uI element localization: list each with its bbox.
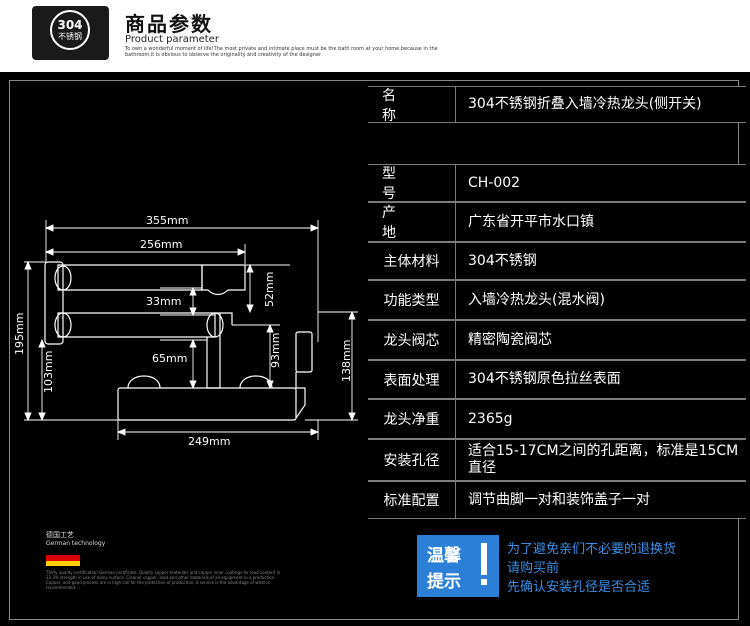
spec-label: 型 号 — [368, 165, 456, 202]
german-technology-block: 德国工艺 German technology Thirty quality ce… — [46, 530, 280, 590]
exclamation-icon — [481, 543, 487, 575]
tip-title-line2: 提示 — [427, 572, 461, 592]
arrow — [44, 224, 54, 232]
arrow — [348, 310, 356, 320]
tip-title-line1: 温馨 — [427, 546, 461, 566]
arrow — [38, 412, 46, 422]
badge-number: 304 — [57, 18, 83, 32]
warm-tip-badge: 温馨 提示 — [417, 535, 499, 597]
spec-row-model: 型 号 CH-002 — [368, 164, 746, 202]
page-description: To own a wonderful moment of life!The mo… — [125, 46, 438, 58]
arrow — [189, 307, 197, 317]
spec-value: 调节曲脚一对和装饰盖子一对 — [468, 491, 650, 508]
arrow — [246, 304, 254, 314]
tip-line: 先确认安装孔径是否合适 — [507, 580, 651, 595]
dim-label-103: 103mm — [42, 351, 55, 393]
arrow — [246, 263, 254, 273]
spec-label: 主体材料 — [368, 243, 456, 279]
vertical-column — [206, 313, 221, 389]
side-handle — [295, 331, 313, 373]
arrow — [189, 380, 197, 390]
spec-row-function: 功能类型 入墙冷热龙头(混水阀) — [368, 280, 746, 320]
arrow — [348, 412, 356, 422]
arrow — [266, 323, 274, 333]
spec-row-material: 主体材料 304不锈钢 — [368, 242, 746, 280]
lower-arm — [57, 312, 216, 338]
spec-row-surface: 表面处理 304不锈钢原色拉丝表面 — [368, 360, 746, 399]
badge-subtitle: 不锈钢 — [58, 32, 82, 41]
tip-line: 为了避免亲们不必要的退换货 — [507, 542, 677, 557]
dim-label-355: 355mm — [146, 214, 188, 227]
spec-value: 入墙冷热龙头(混水阀) — [468, 291, 605, 308]
dim-label-65: 65mm — [152, 352, 187, 365]
handle-end — [295, 387, 306, 419]
mixer-body — [117, 387, 297, 421]
german-tech-cn: 德国工艺 — [46, 531, 74, 539]
german-tech-fineprint: Thirty quality certification German cert… — [46, 570, 281, 590]
faucet-dimension-drawing: 355mm 256mm 33mm 52mm 195mm 103mm 65mm 9… — [15, 214, 358, 448]
upper-arm — [57, 264, 203, 291]
spec-value: 广东省开平市水口镇 — [468, 213, 594, 230]
spec-value: 精密陶瓷阀芯 — [468, 331, 552, 348]
spec-label: 龙头净重 — [368, 400, 456, 438]
spec-label: 标准配置 — [368, 482, 456, 518]
spec-label: 功能类型 — [368, 281, 456, 319]
spec-value: 2365g — [468, 410, 513, 427]
dimension-lines — [24, 220, 358, 440]
spec-value: 适合15-17CM之间的孔距离，标准是15CM直径 — [468, 443, 739, 476]
arrow — [189, 338, 197, 348]
left-leg — [127, 375, 161, 389]
spec-label: 安装孔径 — [368, 440, 456, 480]
spec-row-origin: 产 地 广东省开平市水口镇 — [368, 202, 746, 242]
spec-label: 龙头阀芯 — [368, 321, 456, 359]
dim-label-33: 33mm — [146, 295, 181, 308]
dim-label-249: 249mm — [188, 435, 230, 448]
elbow-top — [215, 312, 233, 325]
spec-row-weight: 龙头净重 2365g — [368, 399, 746, 439]
arrow — [237, 248, 247, 256]
spec-value: 304不锈钢折叠入墙冷热龙头(侧开关) — [468, 96, 702, 112]
spout — [201, 264, 246, 296]
arrow — [266, 380, 274, 390]
dim-label-138: 138mm — [340, 340, 353, 382]
arrow — [116, 428, 126, 436]
arrow — [189, 286, 197, 296]
upper-joint — [54, 265, 72, 291]
arrow — [44, 248, 54, 256]
material-badge: 304 不锈钢 — [32, 6, 109, 60]
spec-value: 304不锈钢原色拉丝表面 — [468, 371, 621, 387]
tip-line: 请购买前 — [507, 561, 560, 576]
badge-circle: 304 不锈钢 — [50, 10, 90, 50]
spec-value: CH-002 — [468, 174, 521, 191]
arrow — [310, 224, 320, 232]
spec-row-valve: 龙头阀芯 精密陶瓷阀芯 — [368, 320, 746, 360]
arrow — [310, 428, 320, 436]
wall-plate — [44, 261, 64, 345]
exclamation-dot-icon — [481, 579, 487, 585]
faucet-outline — [44, 261, 313, 421]
german-flag-icon — [46, 550, 80, 566]
spec-label: 表面处理 — [368, 361, 456, 398]
page-title: 商品参数 — [125, 12, 213, 36]
dim-label-256: 256mm — [140, 238, 182, 251]
dim-label-52: 52mm — [263, 272, 276, 307]
page-subtitle: Product parameter — [125, 34, 219, 45]
header: 304 不锈钢 商品参数 Product parameter To own a … — [0, 0, 750, 72]
spec-label: 产 地 — [368, 203, 456, 241]
spec-row-config: 标准配置 调节曲脚一对和装饰盖子一对 — [368, 481, 746, 519]
spec-value: 304不锈钢 — [468, 252, 537, 269]
dimension-labels: 355mm 256mm 33mm 52mm 195mm 103mm 65mm 9… — [15, 214, 353, 448]
german-tech-en: German technology — [46, 540, 106, 547]
arrow — [24, 260, 32, 270]
arrow — [24, 412, 32, 422]
dim-label-195: 195mm — [15, 313, 26, 355]
tip-notice: 为了避免亲们不必要的退换货 请购买前 先确认安装孔径是否合适 — [507, 540, 676, 597]
spec-row-name: 名 称 304不锈钢折叠入墙冷热龙头(侧开关) — [368, 86, 746, 124]
spec-row-hole: 安装孔径 适合15-17CM之间的孔距离，标准是15CM直径 — [368, 439, 746, 481]
arrow — [38, 338, 46, 348]
dim-label-93: 93mm — [269, 333, 282, 368]
spec-label: 名 称 — [368, 87, 456, 124]
lower-joint — [54, 312, 72, 338]
